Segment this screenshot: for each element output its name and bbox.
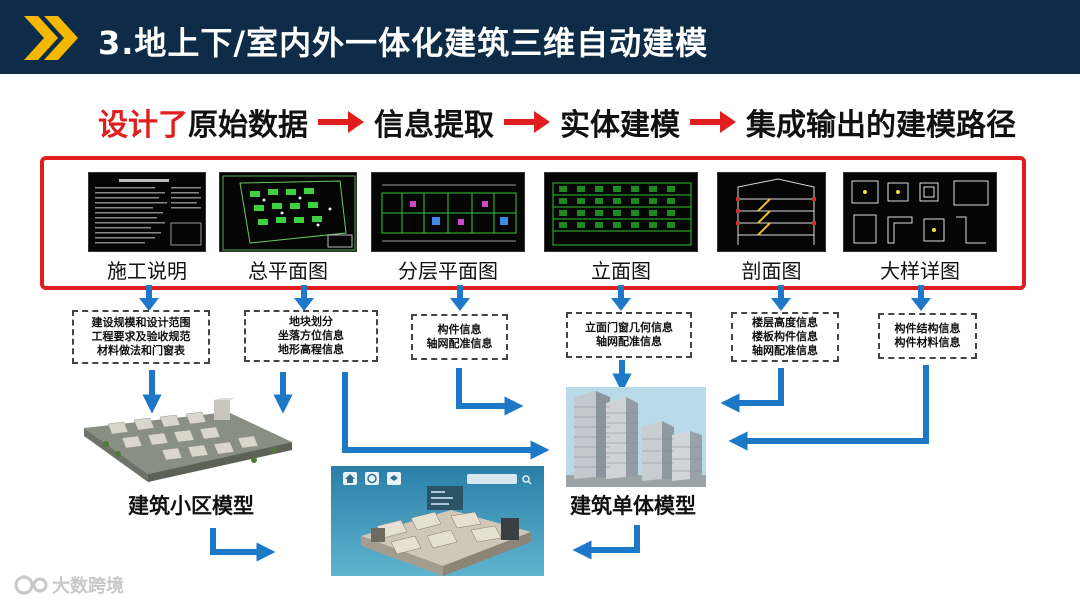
brand-logo-icon (14, 575, 48, 595)
refresh-icon[interactable] (365, 472, 379, 485)
drawing-label-site-plan: 总平面图 (248, 259, 328, 283)
header-bar: 3.地上下/室内外一体化建筑三维自动建模 (0, 0, 1080, 74)
down-arrow-icon (139, 285, 159, 311)
community-model-label: 建筑小区模型 (128, 494, 254, 518)
down-arrow-icon (771, 285, 791, 311)
flow-step-4: 集成输出的建模路径 (746, 108, 1016, 143)
drawing-label-detail: 大样详图 (880, 259, 960, 283)
integrated-model-viewer (331, 466, 544, 576)
info-line: 坐落方位信息 (278, 329, 344, 342)
drawing-detail (843, 172, 997, 252)
info-box-site-plan: 地块划分 坐落方位信息 地形高程信息 (244, 310, 378, 362)
drawings-frame (40, 156, 1026, 290)
info-line: 地形高程信息 (278, 343, 344, 356)
info-line: 轴网配准信息 (752, 344, 818, 357)
drawing-site-plan (219, 172, 357, 252)
down-arrow-icon (294, 285, 314, 311)
page-title: 3.地上下/室内外一体化建筑三维自动建模 (98, 24, 709, 62)
drawing-elevation (544, 172, 698, 252)
info-box-detail: 构件结构信息 构件材料信息 (878, 313, 977, 359)
down-arrow-icon (450, 285, 470, 311)
community-model-image (78, 398, 296, 482)
flow-highlight: 设计了 (98, 108, 188, 143)
layers-icon[interactable] (387, 472, 401, 485)
search-field[interactable] (467, 474, 517, 484)
info-box-floor-plan: 构件信息 轴网配准信息 (411, 314, 508, 360)
info-line: 轴网配准信息 (596, 335, 662, 348)
info-box-section: 楼层高度信息 楼板构件信息 轴网配准信息 (731, 312, 839, 362)
info-line: 材料做法和门窗表 (97, 344, 185, 357)
flow-arrow-icon (690, 111, 736, 133)
home-icon[interactable] (343, 472, 357, 485)
workflow-line: 设计了 原始数据 信息提取 实体建模 集成输出的建模路径 (98, 100, 1016, 144)
down-arrow-icon (911, 285, 931, 311)
flow-step-3: 实体建模 (560, 108, 680, 143)
info-line: 楼层高度信息 (752, 316, 818, 329)
drawing-label-elevation: 立面图 (591, 259, 651, 283)
drawing-section (717, 172, 826, 252)
drawing-floor-plan (371, 172, 525, 252)
info-line: 建设规模和设计范围 (91, 316, 191, 329)
info-box-elevation: 立面门窗几何信息 轴网配准信息 (566, 312, 692, 358)
info-line: 构件信息 (437, 323, 482, 336)
info-line: 轴网配准信息 (426, 337, 493, 350)
flow-arrow-icon (504, 111, 550, 133)
drawing-label-construction-notes: 施工说明 (107, 259, 187, 283)
info-line: 立面门窗几何信息 (585, 321, 673, 334)
search-icon[interactable] (522, 475, 532, 485)
info-line: 构件结构信息 (894, 322, 961, 335)
drawing-label-section: 剖面图 (741, 259, 802, 283)
info-line: 工程要求及验收规范 (91, 330, 191, 343)
down-arrow-icon (611, 285, 631, 311)
flow-arrow-icon (318, 111, 364, 133)
drawing-label-floor-plan: 分层平面图 (398, 259, 498, 283)
flow-step-2: 信息提取 (374, 108, 494, 143)
watermark: 大数跨境 (12, 572, 124, 598)
drawing-construction-notes (88, 172, 206, 252)
info-line: 地块划分 (289, 315, 333, 328)
info-line: 构件材料信息 (894, 336, 961, 349)
info-line: 楼板构件信息 (752, 330, 818, 343)
flow-step-1: 原始数据 (188, 108, 308, 143)
building-model-image (566, 387, 706, 487)
info-box-construction-notes: 建设规模和设计范围 工程要求及验收规范 材料做法和门窗表 (72, 310, 210, 364)
watermark-text: 大数跨境 (52, 576, 124, 597)
chevron-right-icon (24, 16, 78, 60)
building-model-label: 建筑单体模型 (570, 494, 696, 518)
